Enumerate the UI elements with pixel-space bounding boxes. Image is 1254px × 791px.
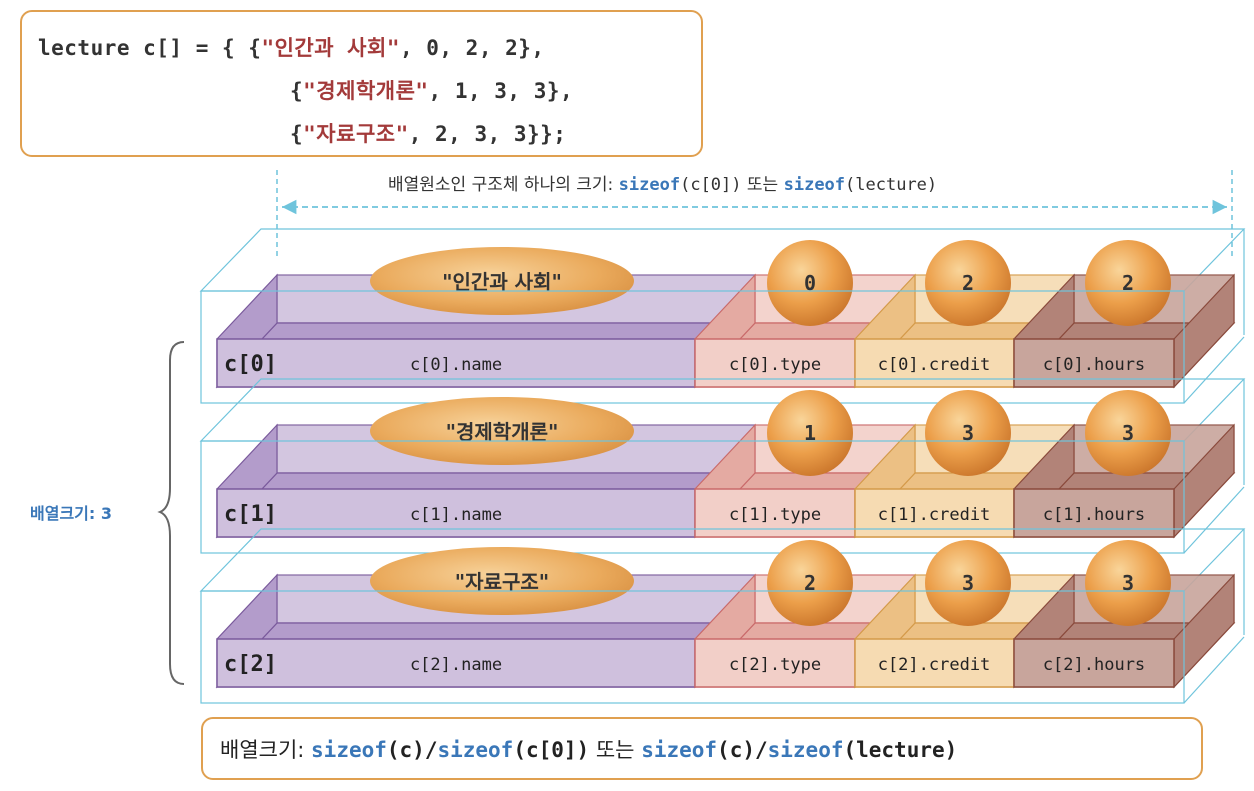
field-label: c[1].type xyxy=(729,505,821,525)
struct-outline-edge xyxy=(1183,336,1245,404)
struct-row-2: "자료구조" 2 3 3 c[2] c[2].name c[2].type c[2].cred… xyxy=(199,528,1246,704)
value-ball xyxy=(767,240,853,326)
value-ball-text: 2 xyxy=(1122,271,1134,295)
caption-code: (lecture) xyxy=(845,175,938,195)
field-label: c[0].name xyxy=(410,355,502,375)
code-text: , 2, 3, 3}}; xyxy=(408,122,567,146)
code-line-3: {"자료구조", 2, 3, 3}}; xyxy=(290,118,566,148)
code-string: "경제학개론" xyxy=(303,79,429,103)
field-label: c[0].hours xyxy=(1043,355,1145,375)
caption-text: 배열원소인 구조체 하나의 크기: xyxy=(388,175,619,195)
name-value-text: "경제학개론" xyxy=(446,420,559,444)
struct-outline-edge xyxy=(1183,486,1245,554)
value-ball-text: 0 xyxy=(804,271,816,295)
field-label: c[2].type xyxy=(729,655,821,675)
field-label: c[2].credit xyxy=(878,655,991,675)
caption-code: (c[0]) xyxy=(680,175,742,195)
name-value-ellipse xyxy=(370,247,634,315)
field-label: c[0].credit xyxy=(878,355,991,375)
field-credit-front xyxy=(854,638,1015,688)
element-index-label: c[1] xyxy=(224,502,277,527)
value-ball xyxy=(925,540,1011,626)
array-size-formula: 배열크기: sizeof(c)/sizeof(c[0]) 또는 sizeof(c… xyxy=(220,734,957,764)
value-ball xyxy=(767,540,853,626)
element-index-label: c[2] xyxy=(224,652,277,677)
field-label: c[0].type xyxy=(729,355,821,375)
value-ball-text: 1 xyxy=(804,421,816,445)
code-text: , 0, 2, 2}, xyxy=(399,36,545,60)
value-ball xyxy=(1085,240,1171,326)
field-label: c[1].hours xyxy=(1043,505,1145,525)
formula-code: (lecture) xyxy=(843,738,958,762)
field-type-front xyxy=(694,638,856,688)
sizeof-keyword: sizeof xyxy=(618,175,681,195)
field-label: c[2].hours xyxy=(1043,655,1145,675)
code-text: , 1, 3, 3}, xyxy=(428,79,574,103)
sizeof-keyword: sizeof xyxy=(767,738,844,762)
name-value-text: "인간과 사회" xyxy=(442,270,562,294)
code-string: "자료구조" xyxy=(303,122,409,146)
formula-text: 또는 xyxy=(589,738,642,762)
value-ball-text: 2 xyxy=(804,571,816,595)
array-brace xyxy=(157,341,185,685)
array-size-label: 배열크기: 3 xyxy=(30,504,112,523)
code-line-1: lecture c[] = { {"인간과 사회", 0, 2, 2}, xyxy=(38,32,545,62)
code-text: { xyxy=(290,79,304,103)
field-label: c[2].name xyxy=(410,655,502,675)
formula-code: (c[0]) xyxy=(513,738,590,762)
sizeof-keyword: sizeof xyxy=(311,738,387,762)
value-ball-text: 3 xyxy=(1122,421,1134,445)
struct-row-1: "경제학개론" 1 3 3 c[1] c[1].name c[1].type c[1].cre… xyxy=(199,378,1246,554)
field-label: c[1].credit xyxy=(878,505,991,525)
code-string: "인간과 사회" xyxy=(261,36,400,60)
value-ball xyxy=(925,390,1011,476)
value-ball xyxy=(925,240,1011,326)
value-ball xyxy=(1085,540,1171,626)
value-ball-text: 3 xyxy=(962,571,974,595)
struct-outline-front xyxy=(200,440,1185,554)
code-text: lecture c[] = { { xyxy=(38,36,262,60)
field-label: c[1].name xyxy=(410,505,502,525)
struct-size-caption: 배열원소인 구조체 하나의 크기: sizeof(c[0]) 또는 sizeof… xyxy=(388,170,937,195)
code-text: { xyxy=(290,122,304,146)
value-ball-text: 3 xyxy=(1122,571,1134,595)
sizeof-keyword: sizeof xyxy=(437,738,514,762)
sizeof-keyword: sizeof xyxy=(641,738,718,762)
formula-code: (c)/ xyxy=(717,738,768,762)
formula-code: (c)/ xyxy=(386,738,438,762)
formula-text: 배열크기: xyxy=(220,738,312,762)
caption-text: 또는 xyxy=(741,175,784,195)
field-name-front xyxy=(216,638,696,688)
struct-outline-edge xyxy=(1183,636,1245,704)
struct-outline-front xyxy=(200,590,1185,704)
array-size-formula-box: 배열크기: sizeof(c)/sizeof(c[0]) 또는 sizeof(c… xyxy=(201,717,1203,780)
element-index-label: c[0] xyxy=(224,352,277,377)
name-value-text: "자료구조" xyxy=(455,570,549,594)
name-value-ellipse xyxy=(370,547,634,615)
code-box: lecture c[] = { {"인간과 사회", 0, 2, 2}, {"경… xyxy=(20,10,703,157)
name-value-ellipse xyxy=(370,397,634,465)
struct-outline-front xyxy=(200,290,1185,404)
code-line-2: {"경제학개론", 1, 3, 3}, xyxy=(290,75,573,105)
value-ball-text: 3 xyxy=(962,421,974,445)
field-hours-front xyxy=(1013,638,1175,688)
value-ball xyxy=(767,390,853,476)
struct-row-0: "인간과 사회" 0 2 2 c[0] c[0].name c[0].type c[0].cr… xyxy=(199,228,1246,404)
value-ball-text: 2 xyxy=(962,271,974,295)
sizeof-keyword: sizeof xyxy=(783,175,846,195)
value-ball xyxy=(1085,390,1171,476)
